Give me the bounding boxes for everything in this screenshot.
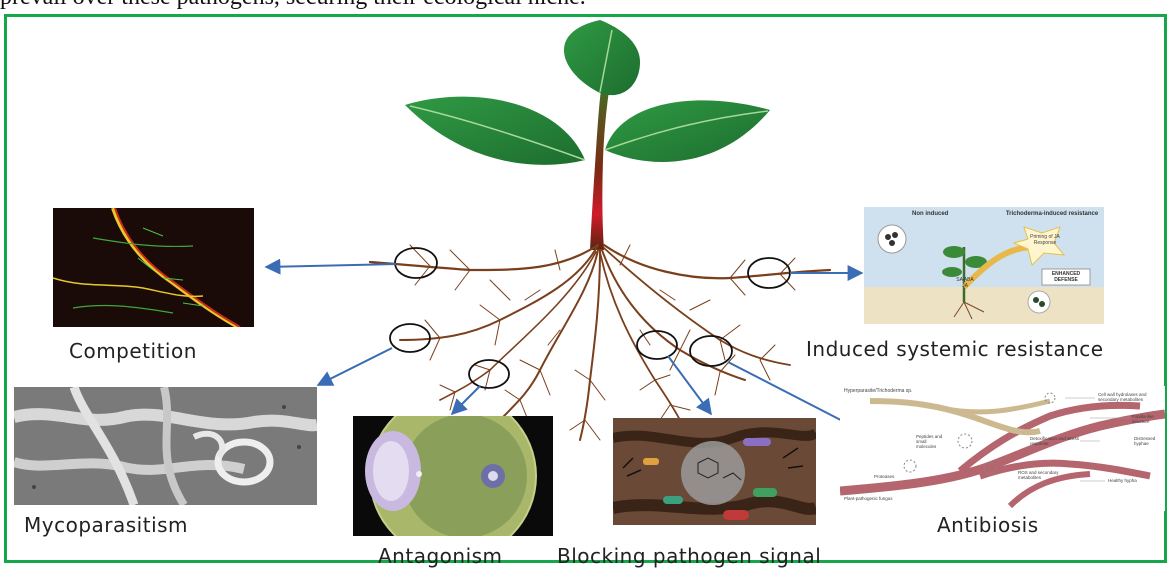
antibiosis-label-papilla: Papilla-like structure — [1132, 414, 1164, 424]
label-mycoparasitism: Mycoparasitism — [24, 513, 188, 537]
isr-label-priming: Priming of JA Response — [1024, 234, 1066, 246]
label-antibiosis: Antibiosis — [937, 513, 1039, 537]
zoom-circle-antibiosis — [690, 336, 732, 366]
isr-image: Non induced Trichoderma-induced resistan… — [864, 207, 1104, 324]
competition-image — [53, 208, 254, 327]
antibiosis-label-cell-wall: Cell wall hydrolases and secondary metab… — [1098, 392, 1162, 402]
isr-label-non-induced: Non induced — [912, 211, 948, 217]
mycoparasitism-image — [14, 387, 317, 505]
antibiosis-label-plant-pathogenic: Plant-pathogenic fungus — [844, 496, 893, 501]
antibiosis-label-healthy: Healthy hypha — [1108, 478, 1156, 483]
antibiosis-label-proteases: Proteases — [874, 474, 894, 479]
leaf-left — [405, 97, 585, 165]
arrow-antagonism — [452, 386, 480, 414]
isr-label-hormones: SA ABA JA — [956, 277, 974, 289]
antibiosis-label-peptides: Peptides and small molecules — [916, 434, 946, 449]
antibiosis-image: Hyperparasite/Trichoderma sp. Cell wall … — [840, 386, 1165, 511]
leaf-right — [605, 100, 770, 162]
plant-illustration — [405, 20, 770, 250]
antagonism-image — [353, 416, 553, 536]
antibiosis-label-ros: ROS and secondary metabolites — [1018, 470, 1074, 480]
label-blocking-pathogen-signal: Blocking pathogen signal — [557, 544, 821, 568]
arrow-competition — [266, 264, 396, 267]
zoom-circle-blocking — [637, 331, 677, 359]
zoom-circle-mycoparasitism — [390, 324, 430, 352]
arrows — [266, 264, 864, 432]
antibiosis-label-distressed: Distressed hyphae — [1134, 436, 1164, 446]
isr-label-trichoderma: Trichoderma-induced resistance — [1004, 211, 1100, 217]
label-antagonism: Antagonism — [378, 544, 503, 568]
zoom-circle-competition — [395, 248, 437, 278]
label-competition: Competition — [69, 339, 197, 363]
label-induced-systemic-resistance: Induced systemic resistance — [806, 337, 1104, 361]
antibiosis-label-detox: Detoxification and stress response — [1030, 436, 1090, 446]
isr-label-enhanced: ENHANCED DEFENSE — [1044, 271, 1088, 283]
stem — [590, 70, 612, 250]
antibiosis-label-hyperparasite: Hyperparasite/Trichoderma sp. — [844, 388, 912, 394]
blocking-signal-image — [613, 418, 816, 525]
root-system — [370, 245, 830, 440]
arrow-mycoparasitism — [318, 348, 392, 385]
